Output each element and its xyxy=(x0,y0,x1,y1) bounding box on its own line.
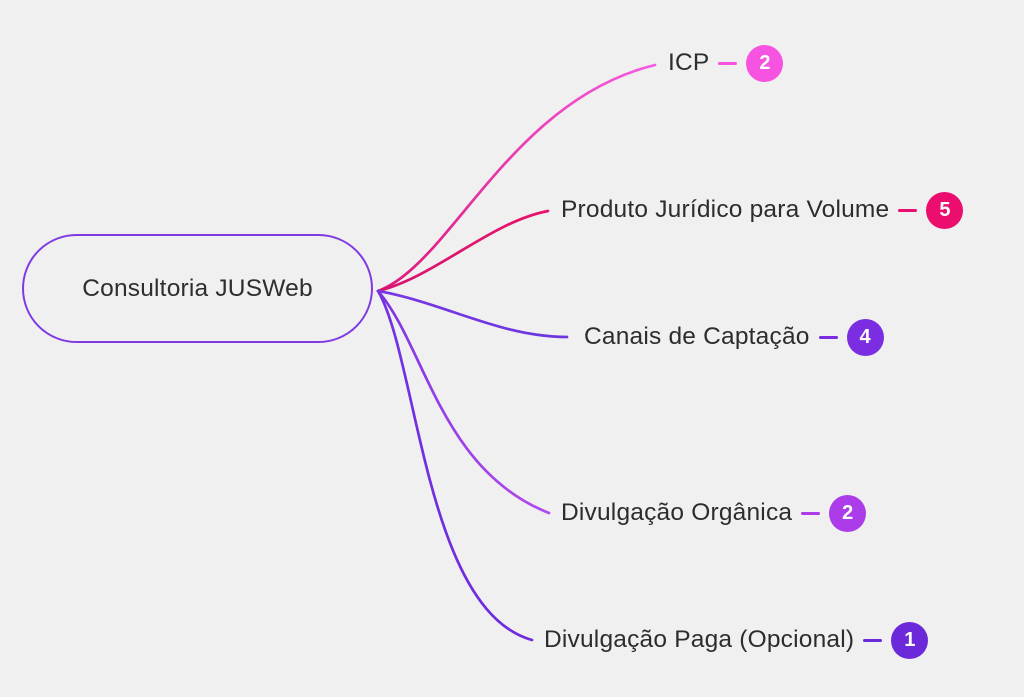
collapsed-children-count-badge[interactable]: 1 xyxy=(891,621,929,659)
badge-connector-dash xyxy=(718,61,738,65)
branch-node-divulgacao-organica[interactable]: Divulgação Orgânica 2 xyxy=(561,494,867,532)
branch-label: Canais de Captação xyxy=(584,323,810,350)
branch-label: Produto Jurídico para Volume xyxy=(561,196,890,223)
badge-connector-dash xyxy=(898,208,918,212)
branch-node-icp[interactable]: ICP 2 xyxy=(668,44,784,82)
edge-divulgacao-organica xyxy=(376,289,551,515)
collapsed-children-count-badge[interactable]: 5 xyxy=(926,191,964,229)
branch-node-produto-juridico[interactable]: Produto Jurídico para Volume 5 xyxy=(561,191,964,229)
edge-canais-captacao xyxy=(376,289,569,339)
badge-connector-dash xyxy=(818,335,838,339)
branch-label: ICP xyxy=(668,49,710,76)
collapsed-children-count-badge[interactable]: 2 xyxy=(746,44,784,82)
root-node-label: Consultoria JUSWeb xyxy=(82,274,313,302)
edge-icp xyxy=(376,63,657,293)
branch-label: Divulgação Orgânica xyxy=(561,499,793,526)
branch-node-canais-captacao[interactable]: Canais de Captação 4 xyxy=(584,318,884,356)
collapsed-children-count-badge[interactable]: 2 xyxy=(829,494,867,532)
badge-connector-dash xyxy=(863,638,883,642)
edge-produto-juridico xyxy=(376,209,550,293)
collapsed-children-count-badge[interactable]: 4 xyxy=(846,318,884,356)
badge-connector-dash xyxy=(801,511,821,515)
branch-node-divulgacao-paga[interactable]: Divulgação Paga (Opcional) 1 xyxy=(544,621,929,659)
edge-divulgacao-paga xyxy=(376,289,534,642)
root-node-consultoria-jusweb[interactable]: Consultoria JUSWeb xyxy=(22,234,373,343)
branch-label: Divulgação Paga (Opcional) xyxy=(544,626,855,653)
